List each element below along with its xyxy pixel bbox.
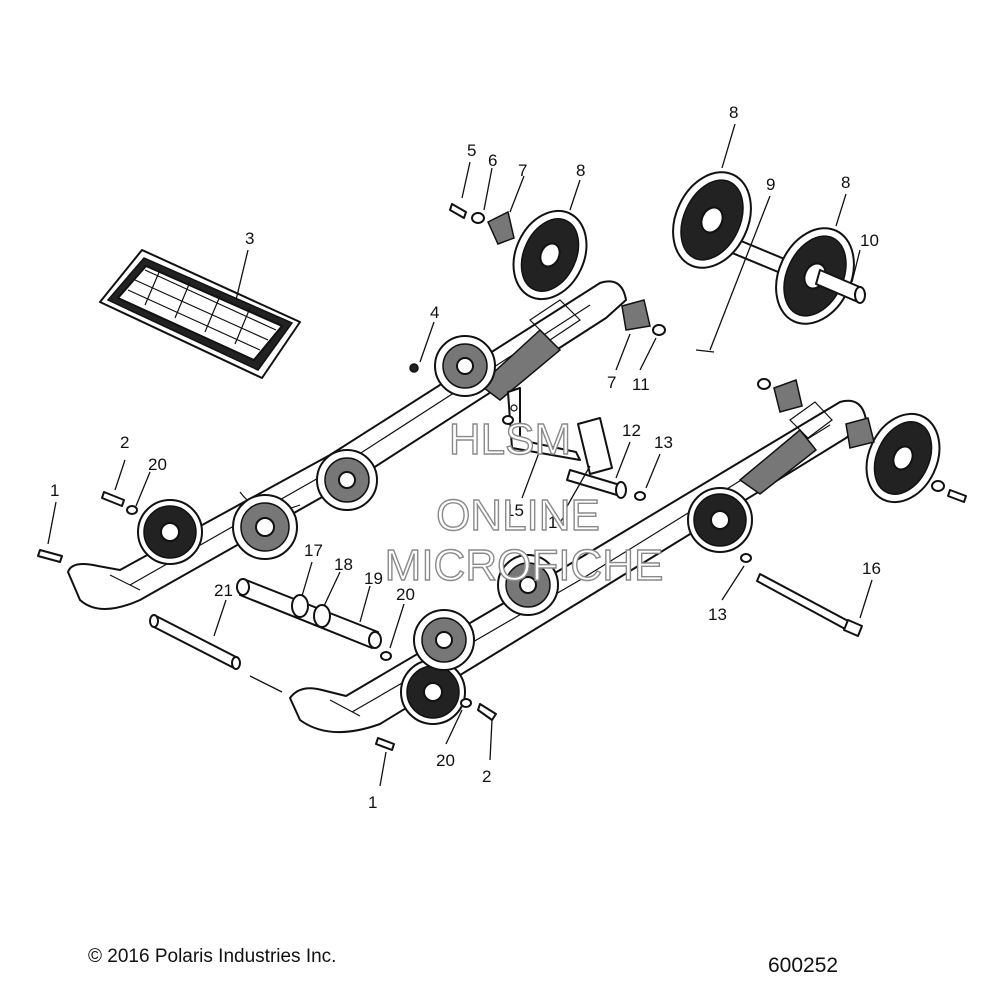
wheel-left-front [434,335,496,397]
callout-21: 21 [214,581,233,600]
wheel-right-mid-b [497,554,559,616]
callout-13: 13 [654,433,673,452]
wheel-right-loose [865,412,941,504]
svg-text:HLSM: HLSM [449,415,571,464]
callout-13: 13 [708,605,727,624]
callout-18: 18 [334,555,353,574]
svg-text:ONLINE: ONLINE [436,491,600,540]
rear-shaft-part [236,578,382,649]
callout-3: 3 [245,229,254,248]
callout-6: 6 [488,151,497,170]
callout-20: 20 [396,585,415,604]
long-bolt-part [756,573,863,637]
callout-4: 4 [430,303,439,322]
spacer-parts [487,210,875,449]
svg-text:MICROFICHE: MICROFICHE [385,541,664,590]
watermark: HLSM ONLINE MICROFICHE [384,414,664,590]
callout-2: 2 [482,767,491,786]
callout-16: 16 [862,559,881,578]
callout-9: 9 [766,175,775,194]
callout-8: 8 [576,161,585,180]
leader-lines [47,123,873,787]
callout-8: 8 [729,103,738,122]
washer-parts [126,212,945,708]
callout-15: 15 [505,501,524,520]
callout-11: 11 [632,375,650,394]
callout-7: 7 [607,373,616,392]
wheel-left-mid-b [316,449,378,511]
copyright-notice: © 2016 Polaris Industries Inc. [88,946,337,967]
callout-8: 8 [841,173,850,192]
callout-2: 2 [120,433,129,452]
callout-14: 14 [548,513,567,532]
callout-20: 20 [148,455,167,474]
callout-1: 1 [50,481,59,500]
callout-7: 7 [518,161,527,180]
callout-19: 19 [364,569,383,588]
callout-5: 5 [467,141,476,160]
wheel-left-mid-a [232,494,298,560]
slide-block-part [99,249,301,379]
lower-shaft-part [149,614,241,670]
callout-20: 20 [436,751,455,770]
wheel-right-rear [400,659,466,725]
diagram-number: 600252 [768,954,839,977]
wheel-upper-loose [512,209,588,301]
wheel-right-front [687,487,753,553]
wheel-left-rear [137,499,203,565]
idler-wheels [137,209,941,725]
callout-17: 17 [304,541,323,560]
cross-shaft-part [566,469,627,499]
callout-1: 1 [368,793,377,812]
callout-labels: 5 6 7 8 8 9 8 10 3 4 7 11 12 13 2 20 1 1… [50,103,881,812]
wheel-axle-assembly [672,171,866,325]
callout-12: 12 [622,421,641,440]
callout-10: 10 [860,231,879,250]
wheel-right-mid-a [413,609,475,671]
bolt-parts [37,203,967,751]
bracket-parts [507,387,613,475]
